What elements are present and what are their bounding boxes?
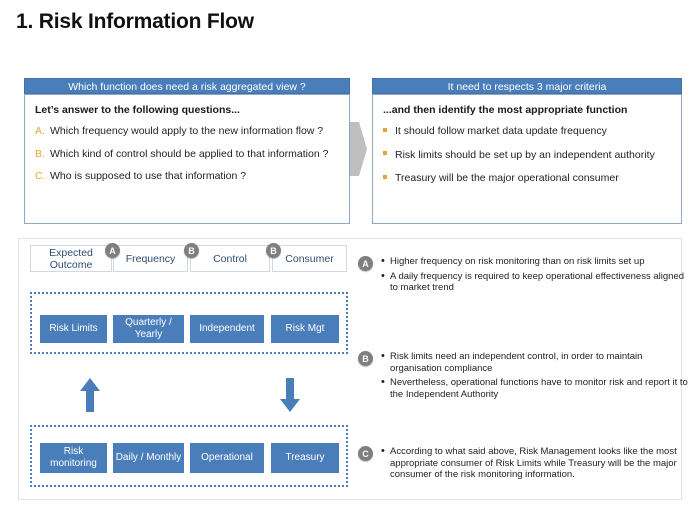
- note-c: C • According to what said above, Risk M…: [358, 446, 688, 484]
- right-panel-body: ...and then identify the most appropriat…: [372, 94, 682, 224]
- question-text: Which frequency would apply to the new i…: [50, 125, 324, 137]
- cell-operational: Operational: [190, 443, 264, 473]
- note-item: • Higher frequency on risk monitoring th…: [381, 256, 688, 268]
- note-c-list: • According to what said above, Risk Man…: [381, 446, 688, 481]
- note-a: A • Higher frequency on risk monitoring …: [358, 256, 688, 297]
- cell-label: Risk Limits: [49, 323, 98, 334]
- cell-treasury: Treasury: [271, 443, 339, 473]
- column-header-frequency: Frequency: [113, 245, 188, 272]
- bullet-icon: •: [381, 445, 385, 457]
- column-header-control: Control: [190, 245, 270, 272]
- criteria-item: Risk limits should be set up by an indep…: [383, 149, 671, 163]
- column-header-label: Control: [213, 252, 247, 265]
- note-item: • According to what said above, Risk Man…: [381, 446, 688, 481]
- column-badge-control: B: [184, 243, 199, 258]
- cell-label: Daily / Monthly: [115, 452, 182, 463]
- note-item: • Nevertheless, operational functions ha…: [381, 377, 688, 400]
- cell-risk-limits: Risk Limits: [40, 315, 107, 343]
- question-marker: C.: [35, 170, 46, 182]
- cell-label: Independent: [199, 323, 255, 334]
- square-bullet-icon: [383, 125, 395, 136]
- criteria-item: It should follow market data update freq…: [383, 125, 671, 139]
- right-panel-lead: ...and then identify the most appropriat…: [383, 104, 628, 116]
- bullet-icon: •: [381, 255, 385, 267]
- note-text: Higher frequency on risk monitoring than…: [390, 256, 645, 267]
- question-item: C. Who is supposed to use that informati…: [35, 170, 339, 184]
- cell-label: Quarterly / Yearly: [125, 317, 172, 340]
- question-item: B. Which kind of control should be appli…: [35, 148, 339, 162]
- right-panel: It need to respects 3 major criteria ...…: [372, 78, 682, 224]
- criteria-text: Risk limits should be set up by an indep…: [395, 148, 655, 161]
- column-header-label: Frequency: [125, 252, 176, 265]
- criteria-text: Treasury will be the major operational c…: [395, 172, 619, 184]
- bullet-icon: •: [381, 350, 385, 362]
- cell-label: Risk Mgt: [285, 323, 325, 334]
- note-text: Nevertheless, operational functions have…: [390, 377, 688, 400]
- question-marker: A.: [35, 125, 45, 137]
- column-header-label: Consumer: [285, 252, 334, 265]
- note-badge-a: A: [358, 256, 373, 271]
- note-badge-b: B: [358, 351, 373, 366]
- square-bullet-icon: [383, 149, 395, 160]
- square-bullet-icon: [383, 172, 395, 183]
- right-chevron-arrow-icon: [349, 118, 368, 180]
- cell-label: Risk monitoring: [50, 446, 97, 469]
- note-text: A daily frequency is required to keep op…: [390, 270, 684, 294]
- column-badge-consumer: B: [266, 243, 281, 258]
- cell-risk-mgt: Risk Mgt: [271, 315, 339, 343]
- note-item: • Risk limits need an independent contro…: [381, 351, 688, 374]
- question-item: A. Which frequency would apply to the ne…: [35, 125, 339, 139]
- right-panel-header: It need to respects 3 major criteria: [372, 78, 682, 94]
- note-item: • A daily frequency is required to keep …: [381, 269, 688, 294]
- note-a-list: • Higher frequency on risk monitoring th…: [381, 256, 688, 294]
- cell-quarterly-yearly: Quarterly / Yearly: [113, 315, 184, 343]
- note-b-list: • Risk limits need an independent contro…: [381, 351, 688, 400]
- left-panel-body: Let’s answer to the following questions.…: [24, 94, 350, 224]
- cell-daily-monthly: Daily / Monthly: [113, 443, 184, 473]
- note-text: According to what said above, Risk Manag…: [390, 446, 677, 480]
- left-panel-header: Which function does need a risk aggregat…: [24, 78, 350, 94]
- bullet-icon: •: [381, 269, 385, 282]
- criteria-text: It should follow market data update freq…: [395, 125, 607, 137]
- note-badge-c: C: [358, 446, 373, 461]
- cell-independent: Independent: [190, 315, 264, 343]
- column-header-label: Expected Outcome: [49, 246, 93, 271]
- left-panel-lead: Let’s answer to the following questions.…: [35, 104, 240, 116]
- column-header-expected-outcome: Expected Outcome: [30, 245, 112, 272]
- note-text: Risk limits need an independent control,…: [390, 351, 643, 374]
- cell-label: Operational: [201, 452, 253, 463]
- arrow-up-icon: [79, 378, 101, 412]
- question-text: Who is supposed to use that information …: [50, 170, 247, 182]
- bullet-icon: •: [381, 376, 385, 388]
- cell-label: Treasury: [285, 452, 325, 463]
- column-badge-frequency: A: [105, 243, 120, 258]
- note-b: B • Risk limits need an independent cont…: [358, 351, 688, 403]
- arrow-down-icon: [279, 378, 301, 412]
- question-text: Which kind of control should be applied …: [50, 147, 329, 160]
- column-header-consumer: Consumer: [272, 245, 347, 272]
- question-marker: B.: [35, 147, 45, 160]
- page-title: 1. Risk Information Flow: [16, 10, 254, 33]
- left-panel: Which function does need a risk aggregat…: [24, 78, 350, 224]
- cell-risk-monitoring: Risk monitoring: [40, 443, 107, 473]
- criteria-item: Treasury will be the major operational c…: [383, 172, 671, 186]
